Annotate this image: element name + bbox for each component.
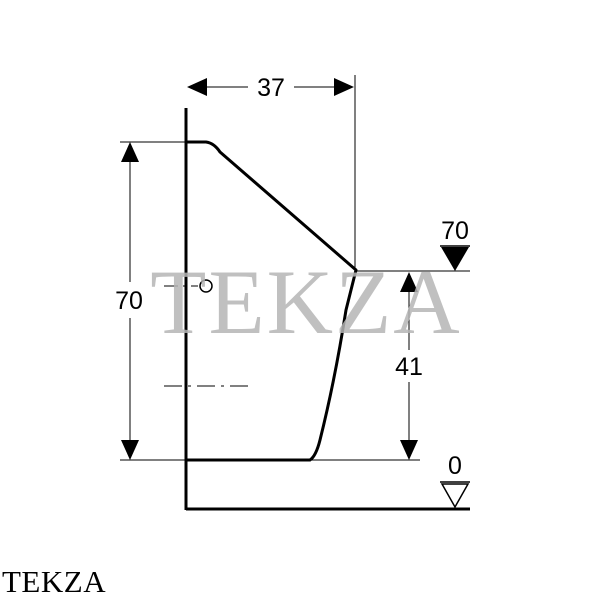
height-dimension-label: 70 [115, 287, 143, 315]
level-top-marker-icon [441, 247, 469, 271]
level-floor-marker-icon [440, 483, 470, 509]
brand-logo-text: TEKZA [2, 564, 107, 599]
height-arrow-up-icon [121, 142, 139, 162]
inlet-connection-icon [199, 279, 213, 293]
width-dimension-label: 37 [257, 74, 285, 102]
inlet-arrow-up-icon [400, 272, 418, 292]
level-floor-label: 0 [448, 452, 462, 480]
inlet-height-label: 41 [395, 353, 423, 381]
level-top-label: 70 [441, 217, 469, 245]
height-arrow-down-icon [121, 440, 139, 460]
inlet-arrow-down-icon [400, 440, 418, 460]
width-arrow-left-icon [187, 78, 207, 96]
width-arrow-right-icon [334, 78, 354, 96]
watermark: TEKZA [150, 251, 461, 353]
urinal-outline [186, 140, 358, 462]
